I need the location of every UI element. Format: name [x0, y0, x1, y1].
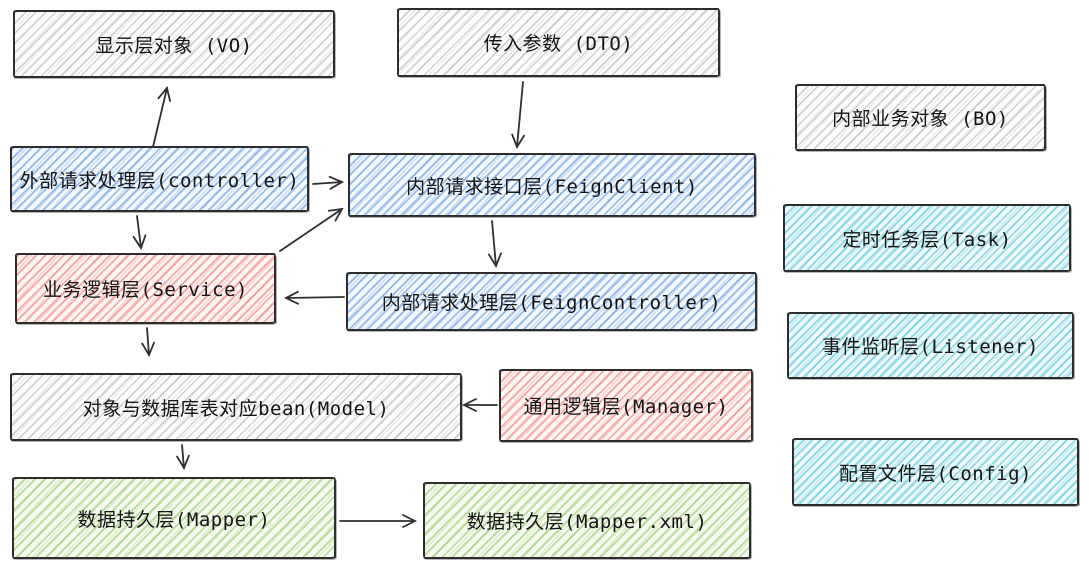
node-bo-label: 内部业务对象 (BO): [832, 108, 1009, 130]
node-manager: 通用逻辑层(Manager): [499, 369, 753, 442]
node-manager-label: 通用逻辑层(Manager): [523, 396, 729, 418]
node-mapper-xml: 数据持久层(Mapper.xml): [423, 482, 751, 559]
node-task: 定时任务层(Task): [783, 204, 1071, 272]
node-feign-client-label: 内部请求接口层(FeignClient): [406, 175, 698, 198]
node-dto-label: 传入参数 (DTO): [483, 33, 634, 55]
node-feign-controller: 内部请求处理层(FeignController): [346, 272, 757, 331]
arrow-feigncontroller-to-service: [283, 290, 345, 305]
arrow-dto-to-feignclient: [511, 81, 525, 150]
node-bo: 内部业务对象 (BO): [795, 84, 1046, 151]
node-service: 业务逻辑层(Service): [15, 253, 276, 324]
arrow-controller-to-feignclient: [312, 175, 345, 190]
arrow-controller-to-service: [132, 215, 147, 250]
node-feign-controller-label: 内部请求处理层(FeignController): [381, 292, 722, 314]
node-model: 对象与数据库表对应bean(Model): [10, 373, 462, 441]
node-mapper-xml-label: 数据持久层(Mapper.xml): [466, 511, 708, 533]
node-listener-label: 事件监听层(Listener): [822, 336, 1039, 358]
node-model-label: 对象与数据库表对应bean(Model): [82, 397, 390, 420]
node-service-label: 业务逻辑层(Service): [43, 279, 248, 301]
node-config-label: 配置文件层(Config): [838, 462, 1032, 485]
arrow-controller-to-vo: [152, 86, 171, 148]
node-vo-label: 显示层对象 (VO): [95, 34, 253, 57]
node-controller: 外部请求处理层(controller): [10, 146, 309, 212]
node-task-label: 定时任务层(Task): [842, 228, 1012, 251]
node-controller-label: 外部请求处理层(controller): [19, 169, 300, 192]
arrow-service-to-model: [141, 327, 155, 358]
node-mapper: 数据持久层(Mapper): [12, 477, 336, 559]
node-mapper-label: 数据持久层(Mapper): [77, 508, 271, 531]
arrow-service-to-feignclient: [279, 207, 344, 252]
arrow-model-to-mapper: [176, 444, 190, 471]
node-listener: 事件监听层(Listener): [787, 312, 1074, 379]
node-vo: 显示层对象 (VO): [13, 10, 335, 78]
arrow-feignclient-to-feigncontroller: [488, 220, 502, 269]
node-feign-client: 内部请求接口层(FeignClient): [348, 153, 756, 217]
node-dto: 传入参数 (DTO): [397, 8, 720, 77]
node-config: 配置文件层(Config): [792, 438, 1079, 506]
